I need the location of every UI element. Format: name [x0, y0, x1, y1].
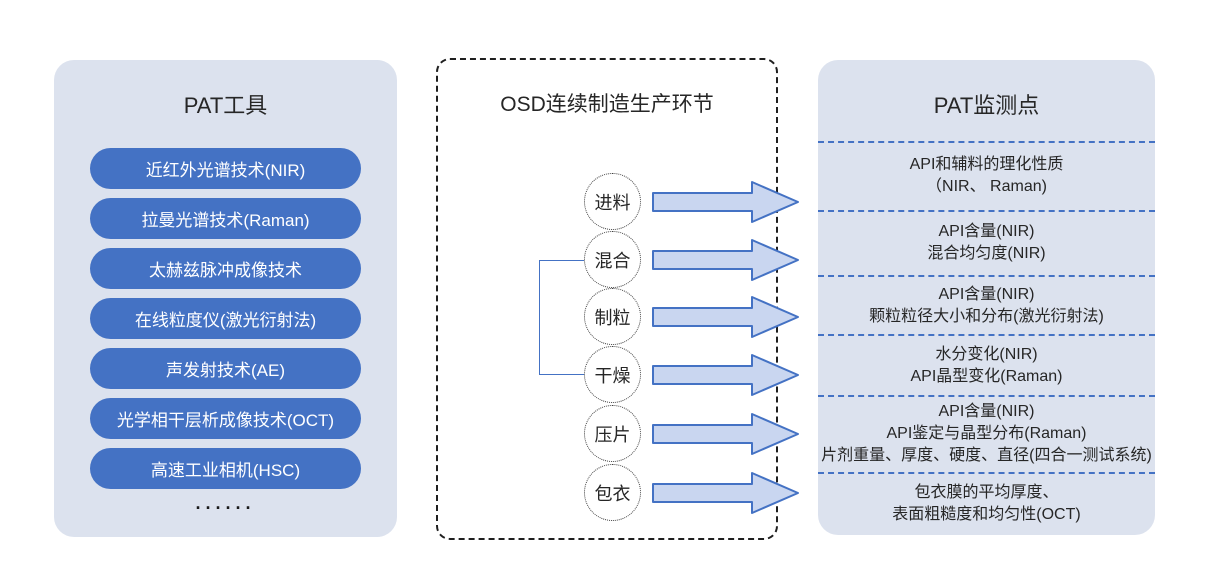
monitor-line: 包衣膜的平均厚度、: [914, 484, 1059, 502]
tool-pill-raman: 拉曼光谱技术(Raman): [90, 198, 361, 239]
flow-arrow-icon: [652, 413, 799, 455]
tool-pill-hsc: 高速工业相机(HSC): [90, 448, 361, 489]
monitor-line: API鉴定与晶型分布(Raman): [886, 425, 1087, 443]
process-step-circle-coating: 包衣: [584, 464, 641, 521]
flow-arrow-icon: [652, 239, 799, 281]
monitor-section-feeding: API和辅料的理化性质 （NIR、 Raman): [818, 140, 1155, 210]
tool-pill-particle-sizer: 在线粒度仪(激光衍射法): [90, 298, 361, 339]
ellipsis-dots: ······: [195, 498, 256, 518]
monitor-title: PAT监测点: [933, 93, 1040, 118]
monitor-section-drying: 水分变化(NIR) API晶型变化(Raman): [818, 334, 1155, 394]
process-step-circle-feeding: 进料: [584, 173, 641, 230]
process-step-circle-compression: 压片: [584, 405, 641, 462]
monitor-section-granulation: API含量(NIR) 颗粒粒径大小和分布(激光衍射法): [818, 274, 1155, 334]
flow-arrow-icon: [652, 181, 799, 223]
process-title: OSD连续制造生产环节: [500, 93, 714, 116]
merge-bracket-line: [539, 260, 584, 375]
monitor-line: API晶型变化(Raman): [910, 367, 1063, 385]
flow-arrow-icon: [652, 296, 799, 338]
flow-arrow-icon: [652, 472, 799, 514]
monitor-line: API含量(NIR): [938, 285, 1035, 303]
process-step-circle-granulation: 制粒: [584, 288, 641, 345]
tool-pill-ae: 声发射技术(AE): [90, 348, 361, 389]
monitor-section-compression: API含量(NIR) API鉴定与晶型分布(Raman) 片剂重量、厚度、硬度、…: [818, 394, 1155, 472]
pat-tools-list: 近红外光谱技术(NIR) 拉曼光谱技术(Raman) 太赫兹脉冲成像技术 在线粒…: [90, 148, 361, 519]
monitor-panel: PAT监测点 API和辅料的理化性质 （NIR、 Raman) API含量(NI…: [818, 60, 1155, 535]
process-step-circle-drying: 干燥: [584, 346, 641, 403]
monitor-line: API含量(NIR): [938, 223, 1035, 241]
pat-tools-panel: PAT工具 近红外光谱技术(NIR) 拉曼光谱技术(Raman) 太赫兹脉冲成像…: [54, 60, 397, 537]
monitor-line: 水分变化(NIR): [935, 345, 1038, 363]
monitor-section-coating: 包衣膜的平均厚度、 表面粗糙度和均匀性(OCT): [818, 471, 1155, 535]
tool-pill-terahertz: 太赫兹脉冲成像技术: [90, 248, 361, 289]
process-step-circle-blending: 混合: [584, 231, 641, 288]
monitor-line: API和辅料的理化性质: [909, 156, 1064, 174]
monitor-line: API含量(NIR): [938, 403, 1035, 421]
tool-pill-nir: 近红外光谱技术(NIR): [90, 148, 361, 189]
monitor-line: 片剂重量、厚度、硬度、直径(四合一测试系统): [821, 447, 1152, 465]
monitor-line: 表面粗糙度和均匀性(OCT): [892, 506, 1081, 524]
monitor-line: 混合均匀度(NIR): [927, 245, 1046, 263]
pat-tools-title: PAT工具: [183, 93, 268, 118]
monitor-line: 颗粒粒径大小和分布(激光衍射法): [869, 307, 1104, 325]
tool-pill-oct: 光学相干层析成像技术(OCT): [90, 398, 361, 439]
process-panel: OSD连续制造生产环节 进料 混合 制粒 干燥 压片 包衣: [436, 58, 799, 540]
flow-arrow-icon: [652, 354, 799, 396]
monitor-line: （NIR、 Raman): [926, 178, 1047, 196]
monitor-section-blending: API含量(NIR) 混合均匀度(NIR): [818, 209, 1155, 275]
